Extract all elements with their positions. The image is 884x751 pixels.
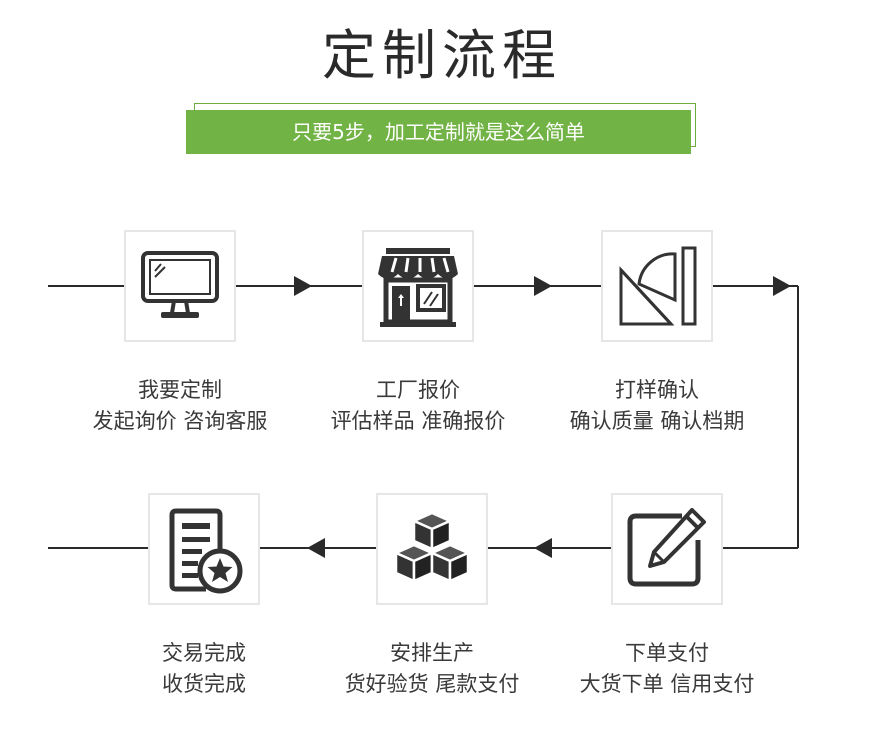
step-label-1: 我要定制 发起询价 咨询客服 <box>60 375 300 437</box>
step-box-4 <box>611 493 723 605</box>
arrow-right-3 <box>773 276 791 296</box>
step-label-5: 安排生产 货好验货 尾款支付 <box>312 638 552 700</box>
step-title-3: 打样确认 <box>615 378 699 402</box>
step-title-2: 工厂报价 <box>376 378 460 402</box>
step-title-4: 下单支付 <box>625 641 709 665</box>
step-box-1 <box>124 230 236 342</box>
step-box-2 <box>362 230 474 342</box>
step-title-1: 我要定制 <box>138 378 222 402</box>
subtitle-banner: 只要5步，加工定制就是这么简单 <box>186 110 691 154</box>
step-label-6: 交易完成 收货完成 <box>84 638 324 700</box>
step-title-5: 安排生产 <box>390 641 474 665</box>
storefront-icon <box>378 248 458 327</box>
step-detail-4: 大货下单 信用支付 <box>579 672 755 696</box>
step-box-6 <box>148 493 260 605</box>
step-box-5 <box>376 493 488 605</box>
step-detail-2: 评估样品 准确报价 <box>330 409 506 433</box>
arrow-left-2 <box>307 538 325 558</box>
arrow-right-2 <box>534 276 552 296</box>
step-box-3 <box>601 230 713 342</box>
edit-pencil-icon <box>627 508 706 587</box>
step-label-2: 工厂报价 评估样品 准确报价 <box>298 375 538 437</box>
sample-shapes-icon <box>619 246 697 326</box>
step-label-3: 打样确认 确认质量 确认档期 <box>537 375 777 437</box>
arrow-right-1 <box>294 276 312 296</box>
arrow-left-1 <box>534 538 552 558</box>
step-label-4: 下单支付 大货下单 信用支付 <box>547 638 787 700</box>
page-title: 定制流程 <box>322 24 562 87</box>
monitor-icon <box>141 251 219 318</box>
step-detail-6: 收货完成 <box>162 672 246 696</box>
step-detail-3: 确认质量 确认档期 <box>569 409 745 433</box>
step-title-6: 交易完成 <box>162 641 246 665</box>
document-star-icon <box>169 508 243 594</box>
step-detail-5: 货好验货 尾款支付 <box>344 672 520 696</box>
boxes-icon <box>394 511 470 583</box>
step-detail-1: 发起询价 咨询客服 <box>92 409 268 433</box>
